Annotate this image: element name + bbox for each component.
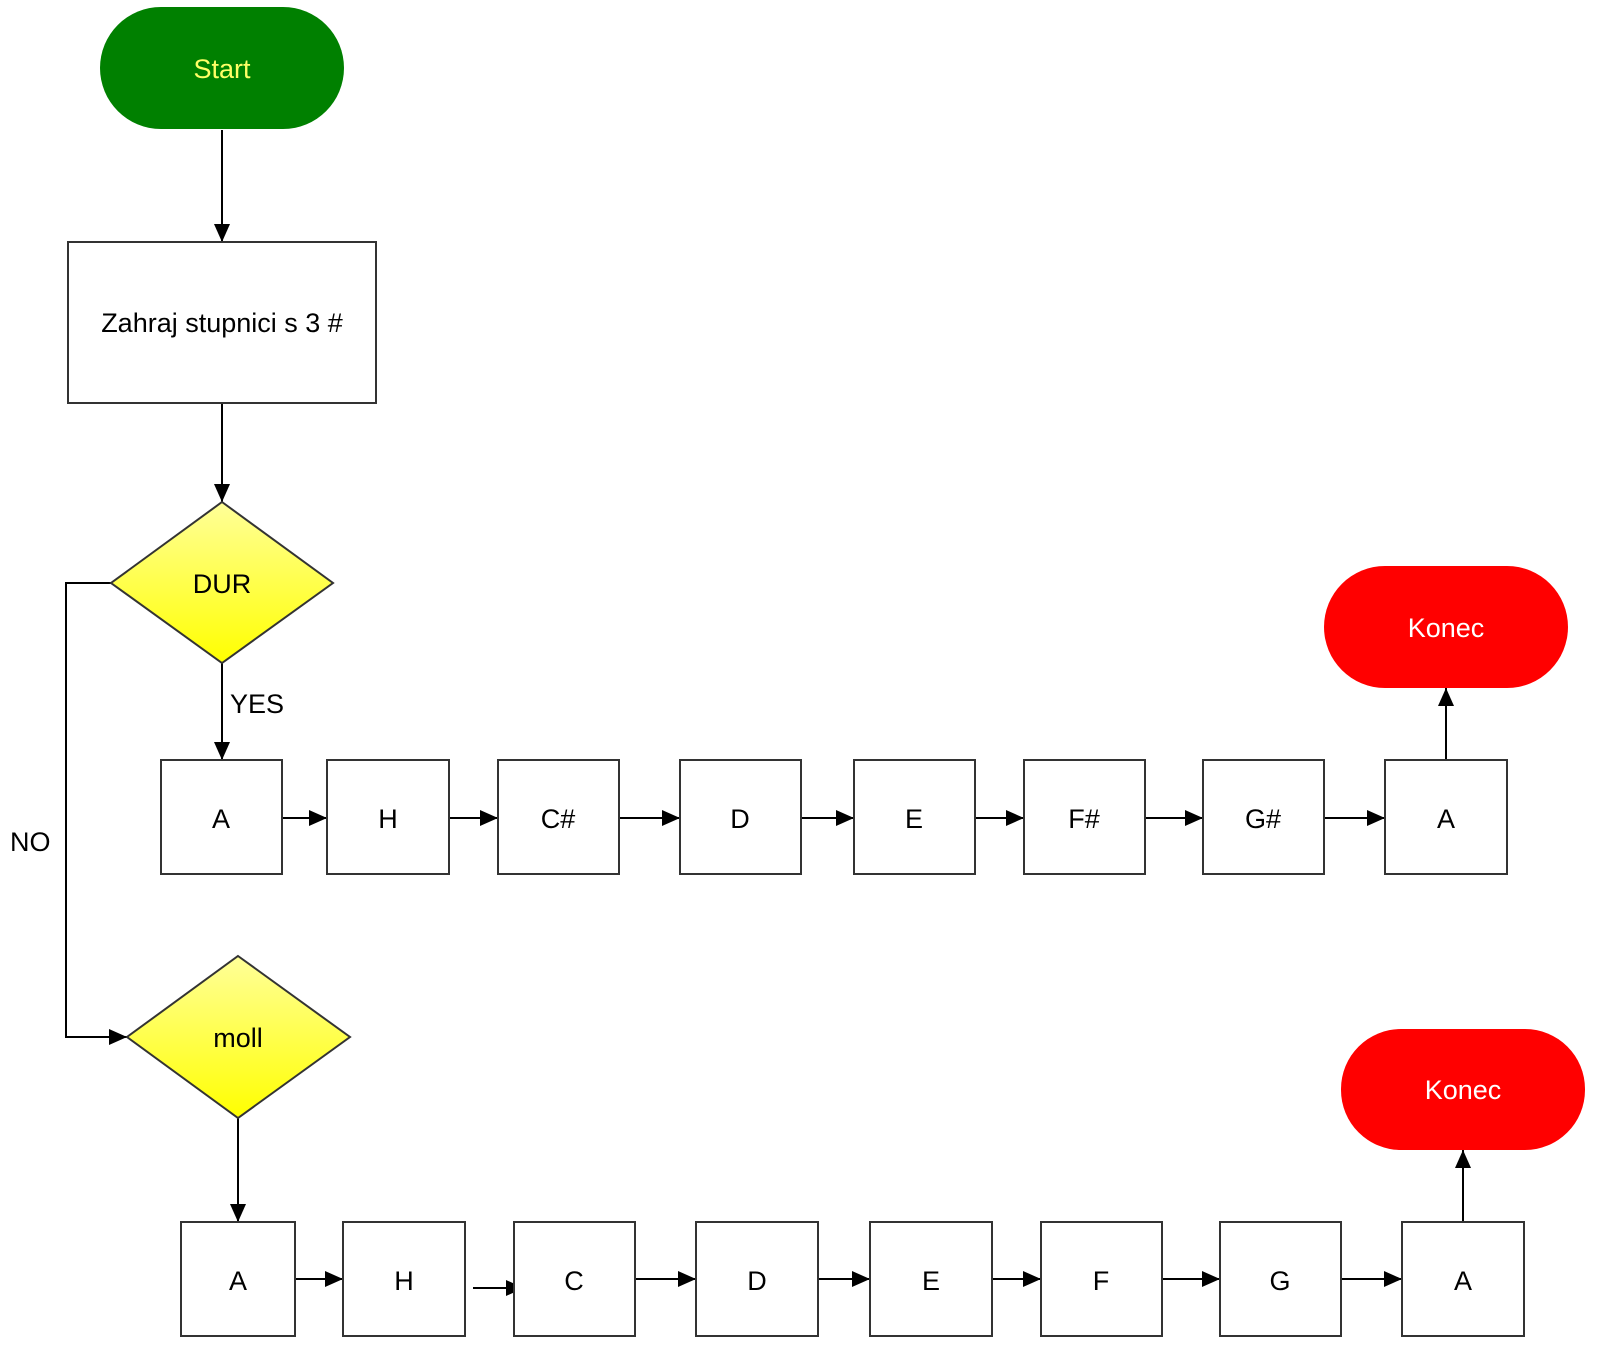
end-terminal-dur: Konec	[1324, 566, 1568, 688]
moll-note-box: C	[513, 1221, 636, 1337]
moll-note-label: G	[1269, 1266, 1290, 1296]
dur-note-box: D	[679, 759, 802, 875]
moll-note-box: G	[1219, 1221, 1342, 1337]
edge-label-yes: YES	[230, 689, 284, 719]
dur-note-box: E	[853, 759, 976, 875]
dur-note-label: F#	[1068, 804, 1100, 834]
dur-note-box: F#	[1023, 759, 1146, 875]
moll-note-box: E	[869, 1221, 993, 1337]
moll-note-label: D	[747, 1266, 767, 1296]
decision-moll-label: moll	[213, 1023, 263, 1053]
dur-note-label: A	[212, 804, 230, 834]
end-dur-label: Konec	[1408, 613, 1485, 643]
moll-note-label: A	[1454, 1266, 1472, 1296]
end-terminal-moll: Konec	[1341, 1029, 1585, 1150]
dur-note-label: D	[730, 804, 750, 834]
moll-note-box: H	[342, 1221, 466, 1337]
dur-note-box: A	[160, 759, 283, 875]
end-moll-label: Konec	[1425, 1075, 1502, 1105]
moll-note-label: E	[922, 1266, 940, 1296]
moll-note-label: C	[564, 1266, 584, 1296]
process-label: Zahraj stupnici s 3 #	[101, 308, 343, 338]
decision-dur-label: DUR	[193, 569, 252, 599]
decision-dur: DUR	[109, 500, 335, 665]
moll-note-box: F	[1040, 1221, 1163, 1337]
dur-note-box: H	[326, 759, 450, 875]
dur-note-label: H	[378, 804, 398, 834]
process-box: Zahraj stupnici s 3 #	[67, 241, 377, 404]
moll-note-box: A	[1401, 1221, 1525, 1337]
moll-note-label: F	[1093, 1266, 1110, 1296]
dur-note-box: A	[1384, 759, 1508, 875]
moll-scale-row: A H C D E F G A	[180, 1221, 1525, 1337]
dur-scale-row: A H C# D E F# G# A	[160, 759, 1508, 875]
dur-note-box: C#	[497, 759, 620, 875]
dur-note-label: C#	[541, 804, 576, 834]
edge-dur-no	[65, 582, 127, 1045]
dur-note-label: E	[905, 804, 923, 834]
start-label: Start	[193, 54, 251, 84]
moll-note-box: D	[695, 1221, 819, 1337]
decision-moll: moll	[125, 954, 352, 1120]
moll-note-label: A	[229, 1266, 247, 1296]
moll-note-label: H	[394, 1266, 414, 1296]
moll-note-box: A	[180, 1221, 296, 1337]
dur-note-box: G#	[1202, 759, 1325, 875]
edge-label-no: NO	[10, 827, 51, 857]
start-terminal: Start	[100, 7, 344, 129]
dur-note-label: A	[1437, 804, 1455, 834]
dur-note-label: G#	[1245, 804, 1281, 834]
